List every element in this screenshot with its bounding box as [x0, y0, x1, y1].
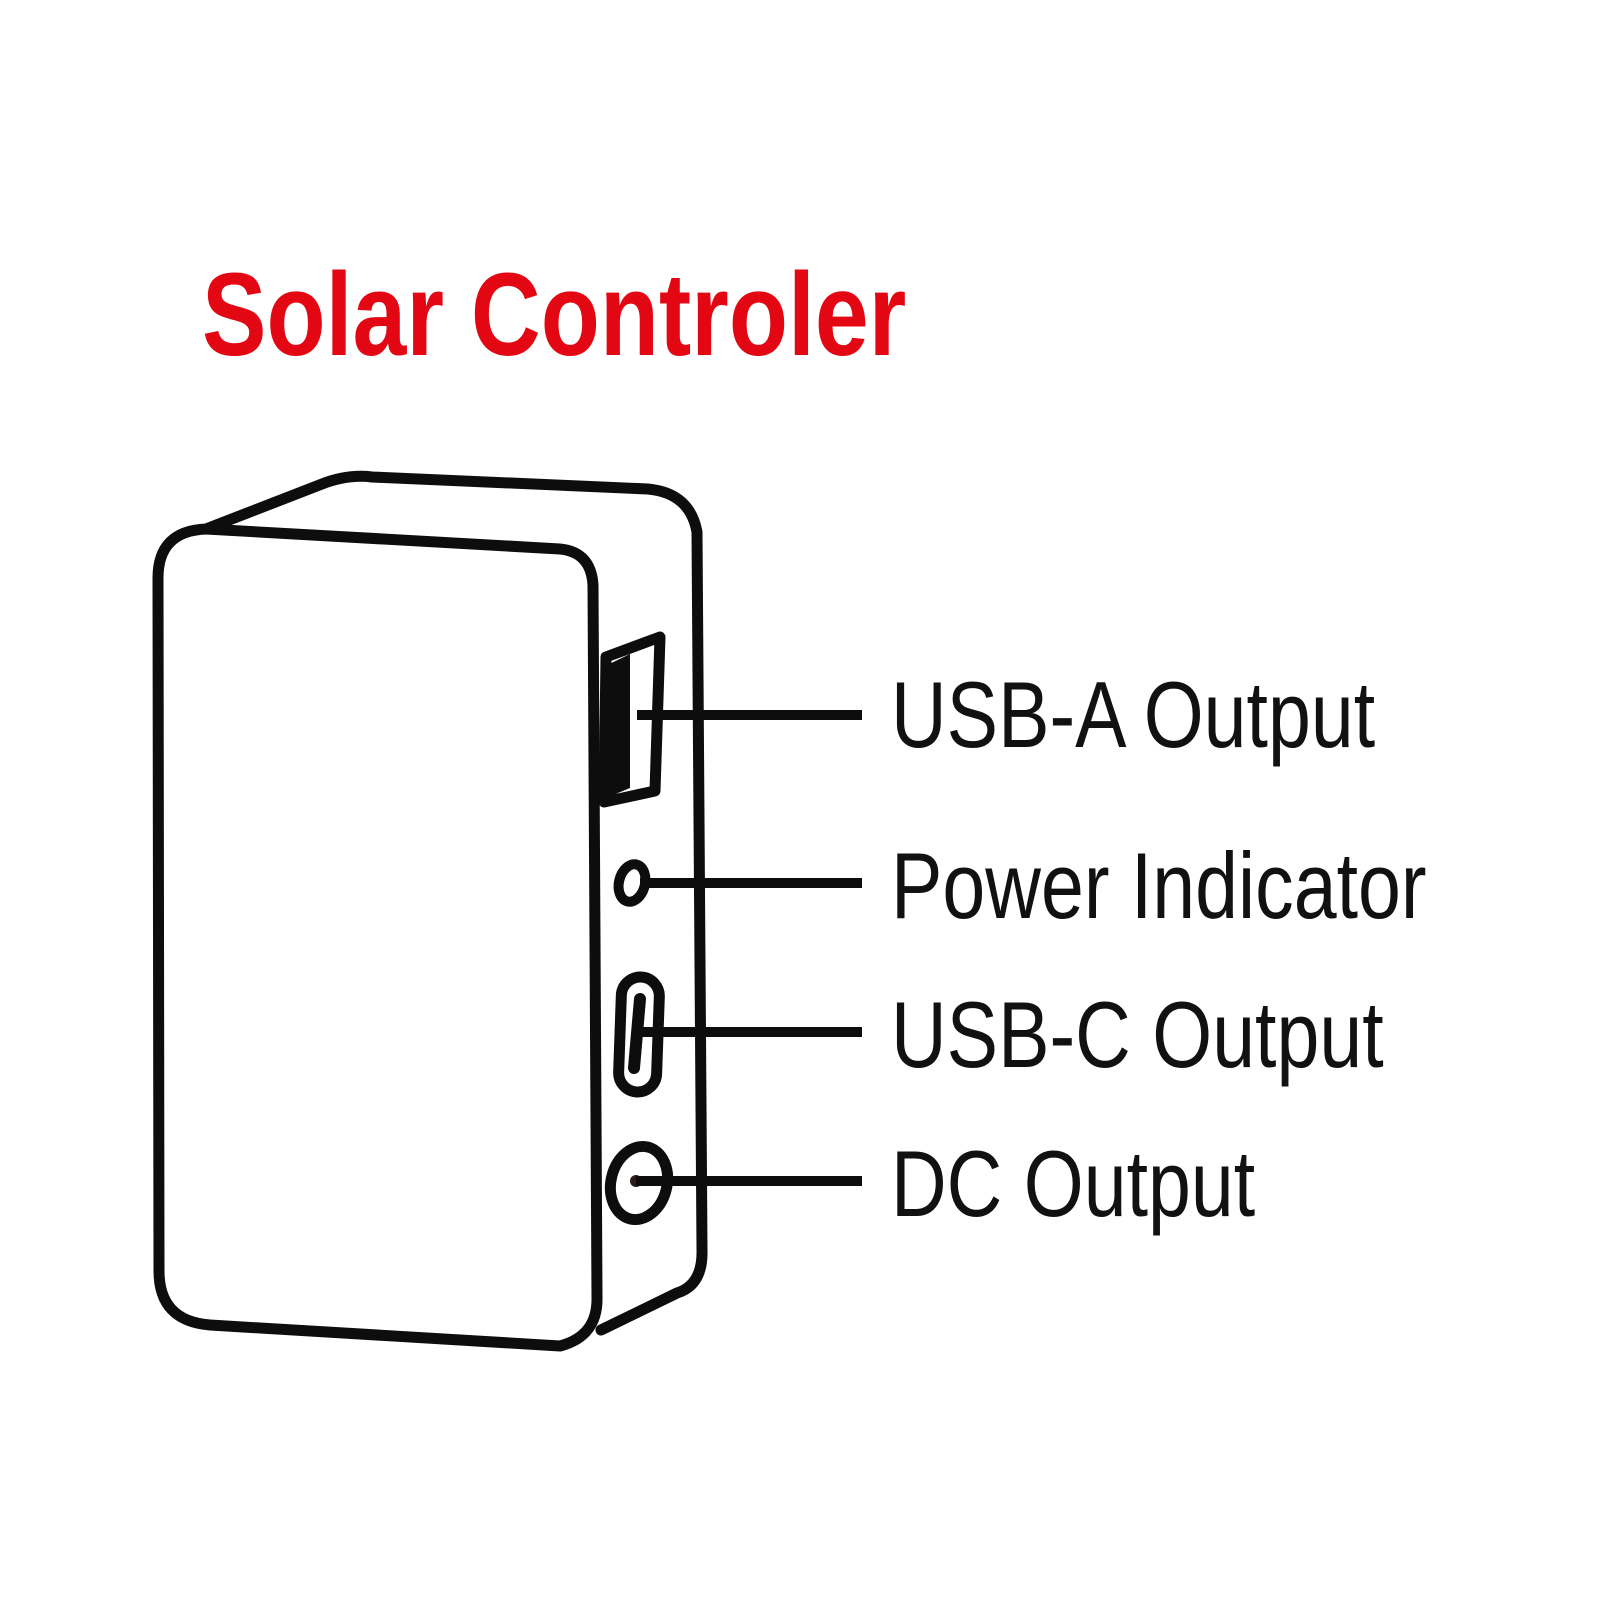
figure-title: Solar Controler — [202, 249, 907, 381]
callout-label-usb-a-output: USB-A Output — [891, 662, 1376, 767]
callout-label-dc-output: DC Output — [891, 1131, 1256, 1236]
usb-a-port-icon — [598, 631, 666, 808]
callout-label-usb-c-output: USB-C Output — [891, 982, 1384, 1087]
usb-a-port-recess — [601, 654, 630, 800]
device-front-face — [152, 523, 603, 1352]
device-outline — [152, 470, 708, 1352]
callout-leader-lines — [636, 710, 862, 1186]
callout-label-power-indicator: Power Indicator — [891, 833, 1427, 938]
device-top-and-back-edge — [200, 470, 708, 1336]
usb-c-port-tongue — [628, 993, 646, 1074]
